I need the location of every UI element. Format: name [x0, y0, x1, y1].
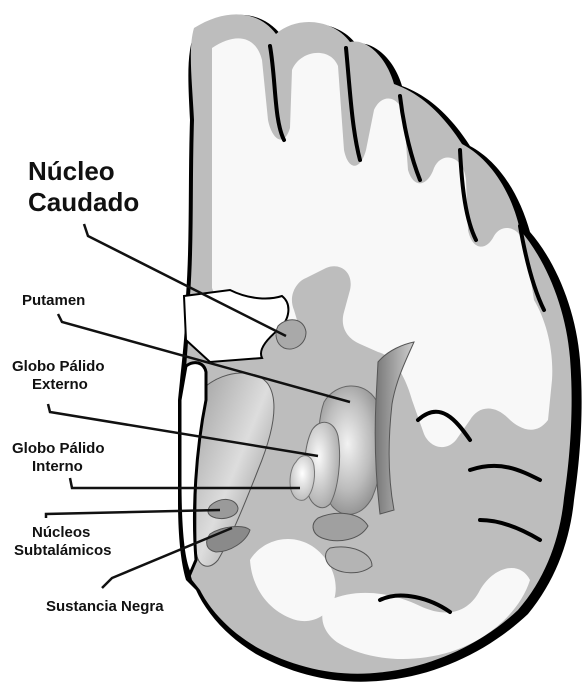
label-stn-line1: Núcleos — [14, 524, 112, 542]
label-gpi-line1: Globo Pálido — [12, 440, 105, 458]
label-gpe-line1: Globo Pálido — [12, 358, 105, 376]
label-caudate-line1: Núcleo — [28, 156, 139, 187]
label-sn-line1: Sustancia Negra — [46, 598, 164, 616]
label-stn-line2: Subtalámicos — [14, 542, 112, 560]
label-gpe-line2: Externo — [12, 376, 105, 394]
label-gpi-line2: Interno — [12, 458, 105, 476]
label-caudate: Núcleo Caudado — [28, 156, 139, 217]
label-putamen: Putamen — [22, 292, 85, 310]
label-stn: Núcleos Subtalámicos — [14, 524, 112, 559]
label-gpe: Globo Pálido Externo — [12, 358, 105, 393]
label-sn: Sustancia Negra — [46, 598, 164, 616]
label-caudate-line2: Caudado — [28, 187, 139, 218]
label-gpi: Globo Pálido Interno — [12, 440, 105, 475]
label-putamen-line1: Putamen — [22, 292, 85, 310]
